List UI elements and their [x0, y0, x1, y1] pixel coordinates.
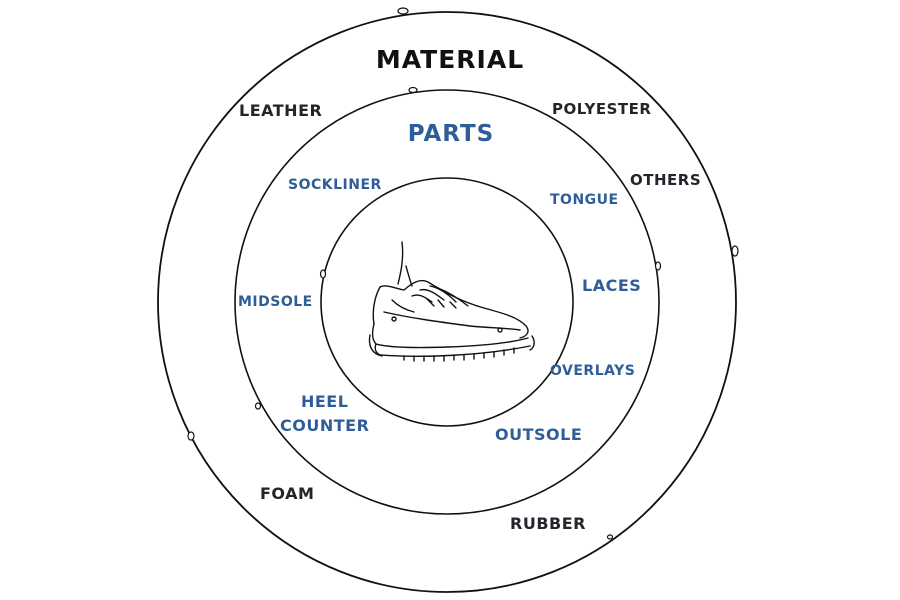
center-circle: [320, 177, 574, 427]
part-tongue: TONGUE: [550, 192, 619, 208]
part-heel-counter: HEEL COUNTER: [280, 390, 369, 438]
material-rubber: RUBBER: [510, 514, 586, 533]
material-ring: [157, 11, 737, 593]
material-polyester: POLYESTER: [552, 100, 652, 118]
part-sockliner: SOCKLINER: [288, 177, 382, 193]
material-leather: LEATHER: [239, 101, 323, 120]
part-heel-counter-line1: HEEL: [300, 392, 349, 411]
part-outsole: OUTSOLE: [495, 425, 583, 444]
material-title: MATERIAL: [375, 45, 525, 74]
part-overlays: OVERLAYS: [550, 363, 636, 379]
part-heel-counter-line2: COUNTER: [280, 416, 370, 435]
sneaker-icon: [368, 241, 535, 362]
parts-ring: [234, 89, 660, 515]
parts-title: PARTS: [407, 121, 495, 147]
part-laces: LACES: [582, 276, 642, 295]
part-midsole: MIDSOLE: [238, 294, 313, 310]
material-others: OTHERS: [630, 171, 702, 189]
ring-nubs: [187, 7, 739, 540]
material-foam: FOAM: [260, 484, 315, 503]
